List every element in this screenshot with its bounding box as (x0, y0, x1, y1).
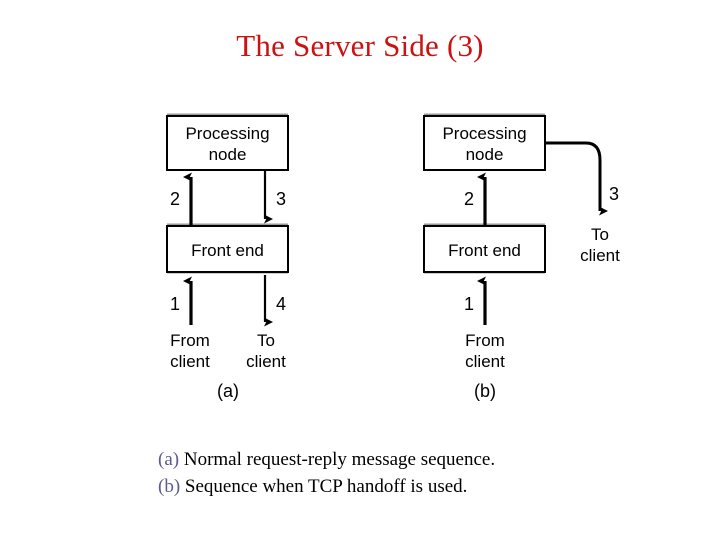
arrow-label: 2 (170, 189, 180, 209)
box-label-line2: node (209, 145, 247, 164)
caption-tag-b: (b) (158, 476, 181, 497)
panel-a: Processing node Front end 2 3 1 (166, 113, 289, 401)
caption-text-b: Sequence when TCP handoff is used. (180, 476, 468, 497)
endpoint-label-line1: To (257, 331, 275, 350)
panel-label-a: (a) (217, 381, 239, 401)
endpoint-label-line2: client (580, 246, 620, 265)
box-label-line1: Processing (185, 124, 269, 143)
caption-line-a: (a) Normal request-reply message sequenc… (158, 446, 678, 473)
endpoint-label-line2: client (170, 352, 210, 371)
arrow-3-b: 3 To client (545, 141, 620, 265)
arrow-label: 4 (276, 294, 286, 314)
arrow-label: 3 (609, 184, 619, 204)
panel-label-b: (b) (474, 381, 496, 401)
figure-server-side-diagram: Processing node Front end 2 3 1 (166, 113, 620, 401)
arrow-2-a: 2 (170, 172, 193, 226)
endpoint-label-line2: client (246, 352, 286, 371)
arrow-label: 2 (464, 189, 474, 209)
box-label-line2: node (466, 145, 504, 164)
arrow-3-a: 3 (263, 170, 286, 224)
box-label-line1: Front end (448, 241, 521, 260)
box-processing-node-a: Processing node (166, 115, 289, 171)
box-front-end-a: Front end (166, 225, 289, 273)
box-processing-node-b: Processing node (423, 115, 546, 171)
endpoint-label-line1: From (170, 331, 210, 350)
endpoint-label-line1: To (591, 225, 609, 244)
panel-b: Processing node Front end 2 3 To client (423, 113, 620, 401)
endpoint-label-line1: From (465, 331, 505, 350)
arrow-label: 3 (276, 189, 286, 209)
box-label-line1: Front end (191, 241, 264, 260)
caption-block: (a) Normal request-reply message sequenc… (158, 446, 678, 500)
caption-text-a: Normal request-reply message sequence. (179, 449, 496, 470)
page-title: The Server Side (3) (236, 28, 484, 63)
box-label-line1: Processing (442, 124, 526, 143)
arrow-2-b: 2 (464, 172, 487, 226)
arrow-1-a: 1 From client (170, 276, 210, 371)
arrow-1-b: 1 From client (464, 276, 505, 371)
endpoint-label-line2: client (465, 352, 505, 371)
arrow-label: 1 (464, 294, 474, 314)
box-front-end-b: Front end (423, 225, 546, 273)
caption-tag-a: (a) (158, 449, 180, 470)
caption-line-b: (b) Sequence when TCP handoff is used. (158, 473, 678, 500)
arrow-label: 1 (170, 294, 180, 314)
arrow-4-a: 4 To client (246, 275, 286, 371)
